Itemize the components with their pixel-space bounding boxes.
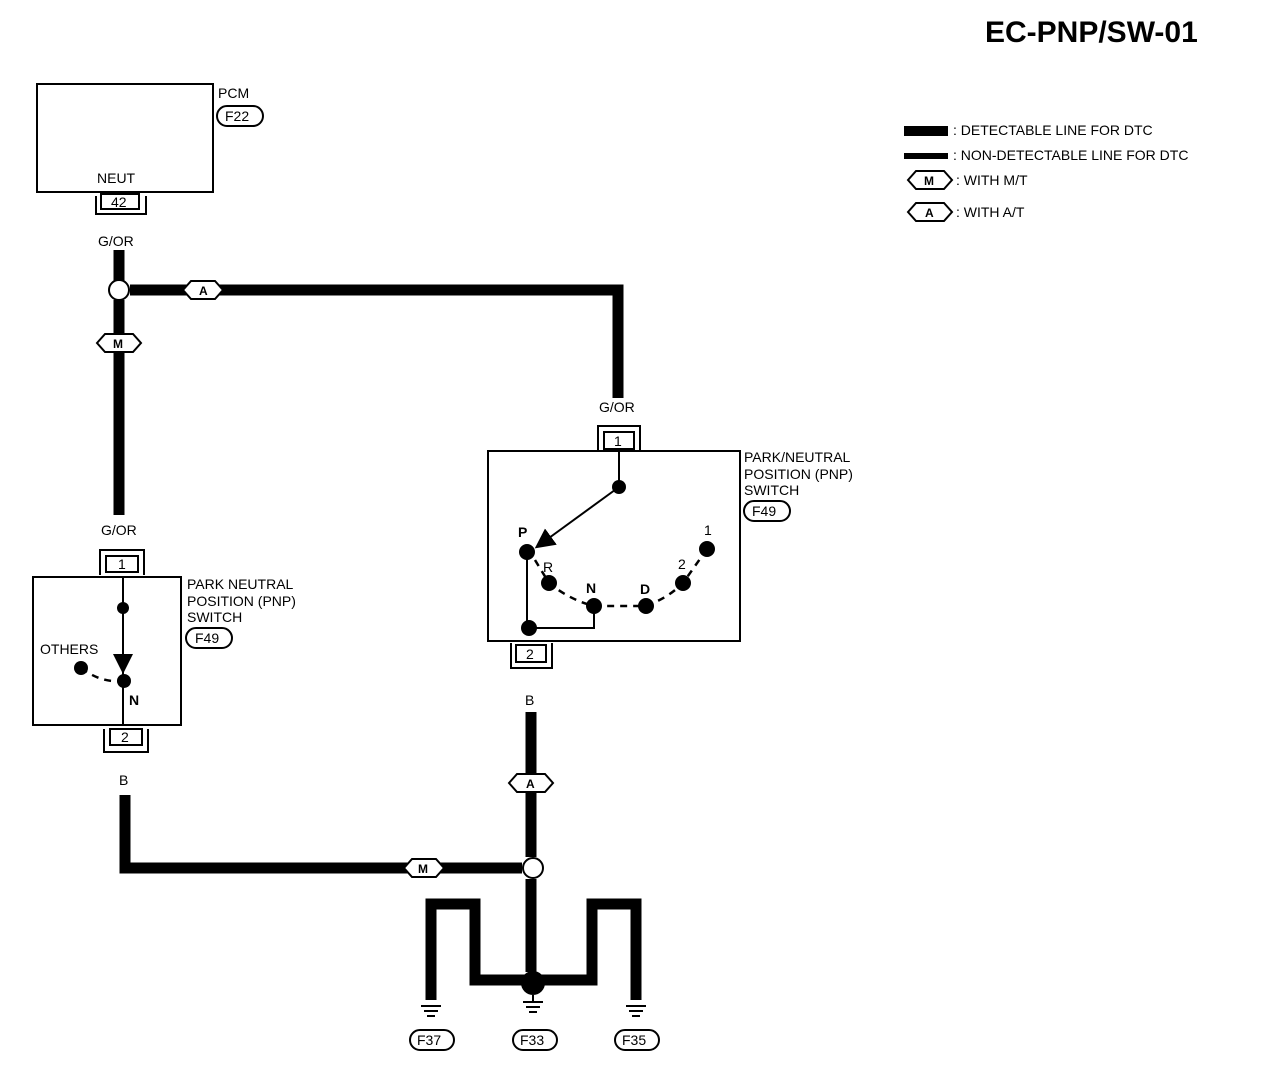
svg-text:A: A [526, 777, 535, 791]
at-switch-name-3: SWITCH [744, 482, 799, 498]
ground-connector-right: F35 [622, 1032, 646, 1048]
pcm-connector: F22 [225, 108, 249, 124]
pcm-pin: 42 [111, 194, 127, 210]
ground-connector-left: F37 [417, 1032, 441, 1048]
at-pin-top: 1 [614, 433, 622, 449]
ground-junction [521, 971, 545, 995]
mt-switch-connector: F49 [195, 630, 219, 646]
legend-at-label: : WITH A/T [956, 204, 1025, 220]
ground-connector-center: F33 [520, 1032, 544, 1048]
at-pin-bottom: 2 [526, 646, 534, 662]
at-pos-r: R [543, 559, 553, 575]
mt-pin-bottom: 2 [121, 729, 129, 745]
svg-text:A: A [925, 206, 934, 220]
legend-at-marker: A [906, 202, 954, 222]
at-pos-p: P [518, 524, 527, 540]
mt-switch-name-1: PARK NEUTRAL [187, 576, 294, 592]
ground-symbol-right [626, 1005, 646, 1017]
svg-text:M: M [924, 174, 934, 188]
svg-text:A: A [199, 284, 208, 298]
at-pos-2: 2 [678, 556, 686, 572]
legend-detectable-swatch [904, 126, 948, 136]
legend-non-detectable-label: : NON-DETECTABLE LINE FOR DTC [953, 147, 1188, 163]
at-pos-1: 1 [704, 522, 712, 538]
wire-label-ground-left-inner: B [469, 940, 478, 956]
legend-mt-marker: M [906, 170, 954, 190]
mt-pos-n: N [129, 692, 139, 708]
pcm-label: PCM [218, 85, 249, 101]
splice-top [108, 279, 130, 301]
wire-label-at-out: B [525, 692, 534, 708]
legend-mt-label: : WITH M/T [956, 172, 1028, 188]
splice-bottom [522, 857, 544, 879]
wire-label-mt-in: G/OR [101, 522, 137, 538]
marker-mt-bottom: M [402, 858, 446, 878]
mt-pin-top: 1 [118, 556, 126, 572]
marker-mt-left: M [95, 333, 143, 353]
svg-text:M: M [418, 862, 428, 876]
ground-symbol-left [421, 1005, 441, 1017]
mt-switch-name-3: SWITCH [187, 609, 242, 625]
mt-switch-name-2: POSITION (PNP) [187, 593, 296, 609]
wire-label-ground-left-outer: B [425, 940, 434, 956]
legend-non-detectable-swatch [904, 153, 948, 159]
at-switch-connector: F49 [752, 503, 776, 519]
at-pnp-switch: 1 P R N D 2 1 2 [487, 425, 741, 669]
at-switch-name-1: PARK/NEUTRAL [744, 449, 851, 465]
pcm-module: PCM F22 NEUT 42 [36, 83, 264, 215]
wire-label-ground-right-outer: B [630, 940, 639, 956]
wire-label-mt-out: B [119, 772, 128, 788]
wire-label-pcm-out: G/OR [98, 233, 134, 249]
wire-label-at-in: G/OR [599, 399, 635, 415]
at-pos-n: N [586, 580, 596, 596]
mt-pos-others: OTHERS [40, 641, 98, 657]
pcm-terminal-label: NEUT [97, 170, 136, 186]
ground-symbol-center [523, 995, 543, 1013]
marker-at-lower: A [507, 773, 555, 793]
diagram-title: EC-PNP/SW-01 [985, 16, 1198, 49]
legend: : DETECTABLE LINE FOR DTC : NON-DETECTAB… [904, 122, 1188, 222]
wire-label-ground-right-inner: B [586, 940, 595, 956]
wire-label-ground-center: B [526, 924, 535, 940]
mt-pnp-switch: 1 OTHERS N 2 [32, 549, 182, 753]
marker-at-top: A [181, 280, 225, 300]
at-pos-d: D [640, 581, 650, 597]
legend-detectable-label: : DETECTABLE LINE FOR DTC [953, 122, 1153, 138]
at-switch-name-2: POSITION (PNP) [744, 466, 853, 482]
svg-text:M: M [113, 337, 123, 351]
